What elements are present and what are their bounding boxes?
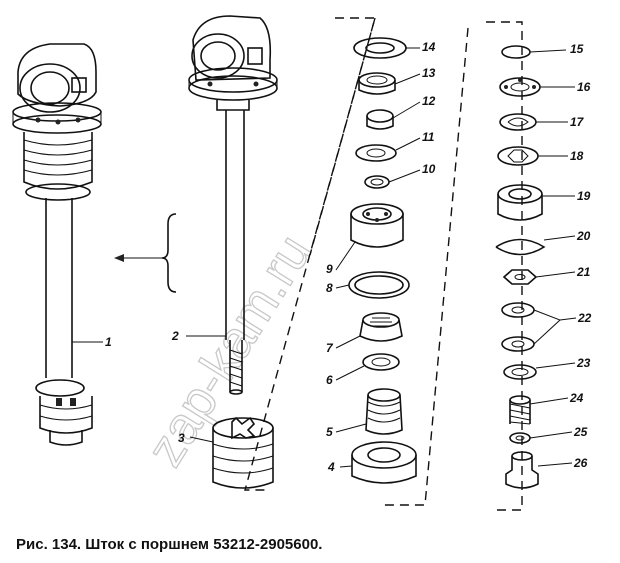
label-21: 21 bbox=[576, 265, 591, 279]
label-22: 22 bbox=[577, 311, 592, 325]
label-13: 13 bbox=[422, 66, 436, 80]
assembled-rod bbox=[12, 43, 103, 446]
label-23: 23 bbox=[576, 356, 591, 370]
label-9: 9 bbox=[326, 262, 333, 276]
label-7: 7 bbox=[326, 341, 334, 355]
label-24: 24 bbox=[569, 391, 584, 405]
label-17: 17 bbox=[570, 115, 585, 129]
right-parts bbox=[495, 45, 577, 489]
section-bracket bbox=[114, 213, 177, 293]
label-15: 15 bbox=[570, 42, 584, 56]
part-labels: 1 2 3 4 5 6 7 8 9 10 11 12 13 14 15 16 1… bbox=[105, 40, 592, 474]
label-20: 20 bbox=[576, 229, 591, 243]
label-18: 18 bbox=[570, 149, 584, 163]
figure-caption: Рис. 134. Шток с поршнем 53212-2905600. bbox=[16, 536, 323, 553]
label-4: 4 bbox=[327, 460, 335, 474]
label-25: 25 bbox=[573, 425, 588, 439]
label-5: 5 bbox=[326, 425, 333, 439]
label-14: 14 bbox=[422, 40, 436, 54]
label-6: 6 bbox=[326, 373, 333, 387]
label-19: 19 bbox=[577, 189, 591, 203]
label-8: 8 bbox=[326, 281, 333, 295]
rod-part-2 bbox=[186, 15, 278, 395]
label-3: 3 bbox=[178, 431, 185, 445]
label-16: 16 bbox=[577, 80, 591, 94]
piston-part-3 bbox=[189, 416, 274, 489]
label-12: 12 bbox=[422, 94, 436, 108]
label-11: 11 bbox=[422, 130, 435, 144]
label-10: 10 bbox=[422, 162, 436, 176]
label-26: 26 bbox=[573, 456, 588, 470]
label-1: 1 bbox=[105, 335, 112, 349]
label-2: 2 bbox=[171, 329, 179, 343]
middle-parts bbox=[335, 37, 421, 484]
